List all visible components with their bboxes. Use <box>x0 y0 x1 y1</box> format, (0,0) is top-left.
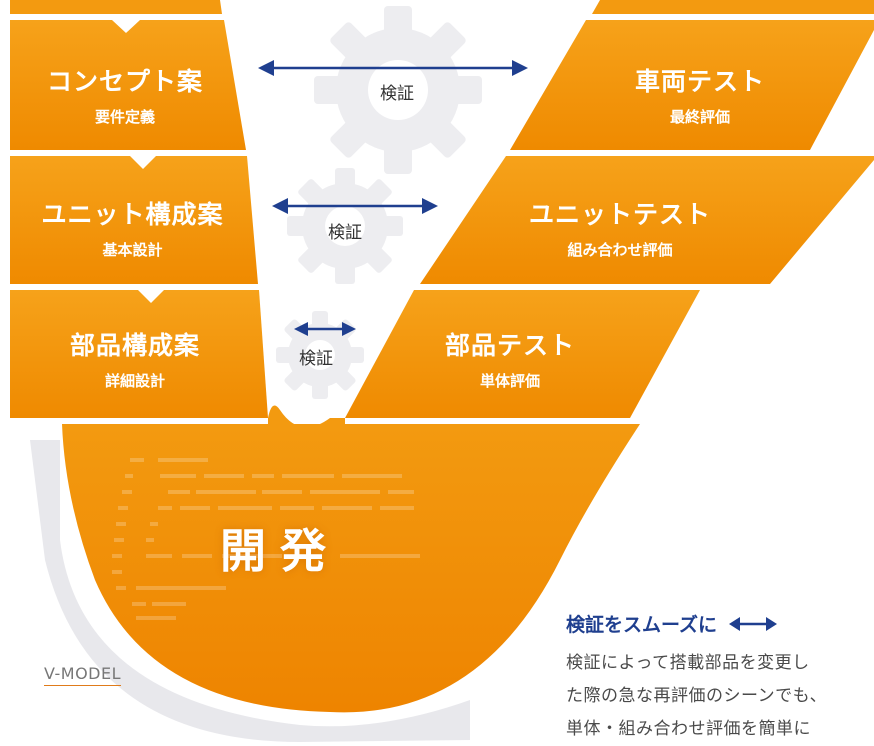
stage-title: コンセプト案 <box>46 67 203 96</box>
stage-parts-design: 部品構成案 詳細設計 <box>20 326 250 391</box>
code-lines-decoration <box>112 458 420 620</box>
stage-vehicle-test: 車両テスト 最終評価 <box>590 62 810 127</box>
left-band-parts <box>10 290 268 418</box>
notch <box>112 20 140 33</box>
stage-subtitle: 最終評価 <box>669 108 730 126</box>
note-line: た際の急な再評価のシーンでも、 <box>566 686 828 706</box>
stage-subtitle: 組み合わせ評価 <box>567 241 673 259</box>
right-band-unit <box>420 156 874 284</box>
left-top-strip <box>10 0 222 14</box>
gear-icon-medium <box>287 168 403 284</box>
double-arrow-icon <box>729 616 778 631</box>
notch <box>138 290 164 303</box>
stage-title: 部品構成案 <box>69 331 200 360</box>
note-line: 検証によって搭載部品を変更し <box>566 653 810 673</box>
gear-icon-small <box>276 311 364 399</box>
stage-subtitle: 詳細設計 <box>104 372 165 390</box>
development-bowl <box>62 424 640 713</box>
development-title: 開発 <box>220 524 340 578</box>
note-block: 検証をスムーズに 検証によって搭載部品を変更し た際の急な再評価のシーンでも、 … <box>566 610 866 746</box>
inner-curve <box>268 405 345 428</box>
left-band-concept <box>10 20 246 150</box>
right-band-vehicle <box>510 20 874 150</box>
stage-title: 車両テスト <box>634 67 765 96</box>
note-heading-text: 検証をスムーズに <box>566 614 718 636</box>
right-top-strip <box>592 0 874 14</box>
verify-label-middle: 検証 <box>328 223 362 243</box>
stage-title: ユニットテスト <box>528 200 711 229</box>
stage-concept: コンセプト案 要件定義 <box>20 62 230 127</box>
note-heading: 検証をスムーズに <box>566 610 866 637</box>
v-model-label: V-MODEL <box>44 664 122 686</box>
stage-unit-design: ユニット構成案 基本設計 <box>20 195 245 260</box>
verify-arrow-middle <box>272 198 438 214</box>
stage-subtitle: 基本設計 <box>102 241 163 259</box>
verify-arrow-bottom <box>294 322 356 336</box>
verify-label-bottom: 検証 <box>299 349 333 369</box>
stage-title: ユニット構成案 <box>41 200 224 229</box>
verify-arrow-top <box>258 60 528 76</box>
stage-title: 部品テスト <box>444 331 575 360</box>
note-line: 単体・組み合わせ評価を簡単に <box>566 719 811 739</box>
stage-subtitle: 要件定義 <box>94 108 155 126</box>
stage-unit-test: ユニットテスト 組み合わせ評価 <box>500 195 740 260</box>
right-band-parts <box>345 290 700 418</box>
gear-icon-large <box>314 6 482 174</box>
verify-label-top: 検証 <box>380 84 414 104</box>
left-band-unit <box>10 156 258 284</box>
stage-parts-test: 部品テスト 単体評価 <box>410 326 610 391</box>
notch <box>130 156 156 169</box>
stage-subtitle: 単体評価 <box>479 372 540 390</box>
